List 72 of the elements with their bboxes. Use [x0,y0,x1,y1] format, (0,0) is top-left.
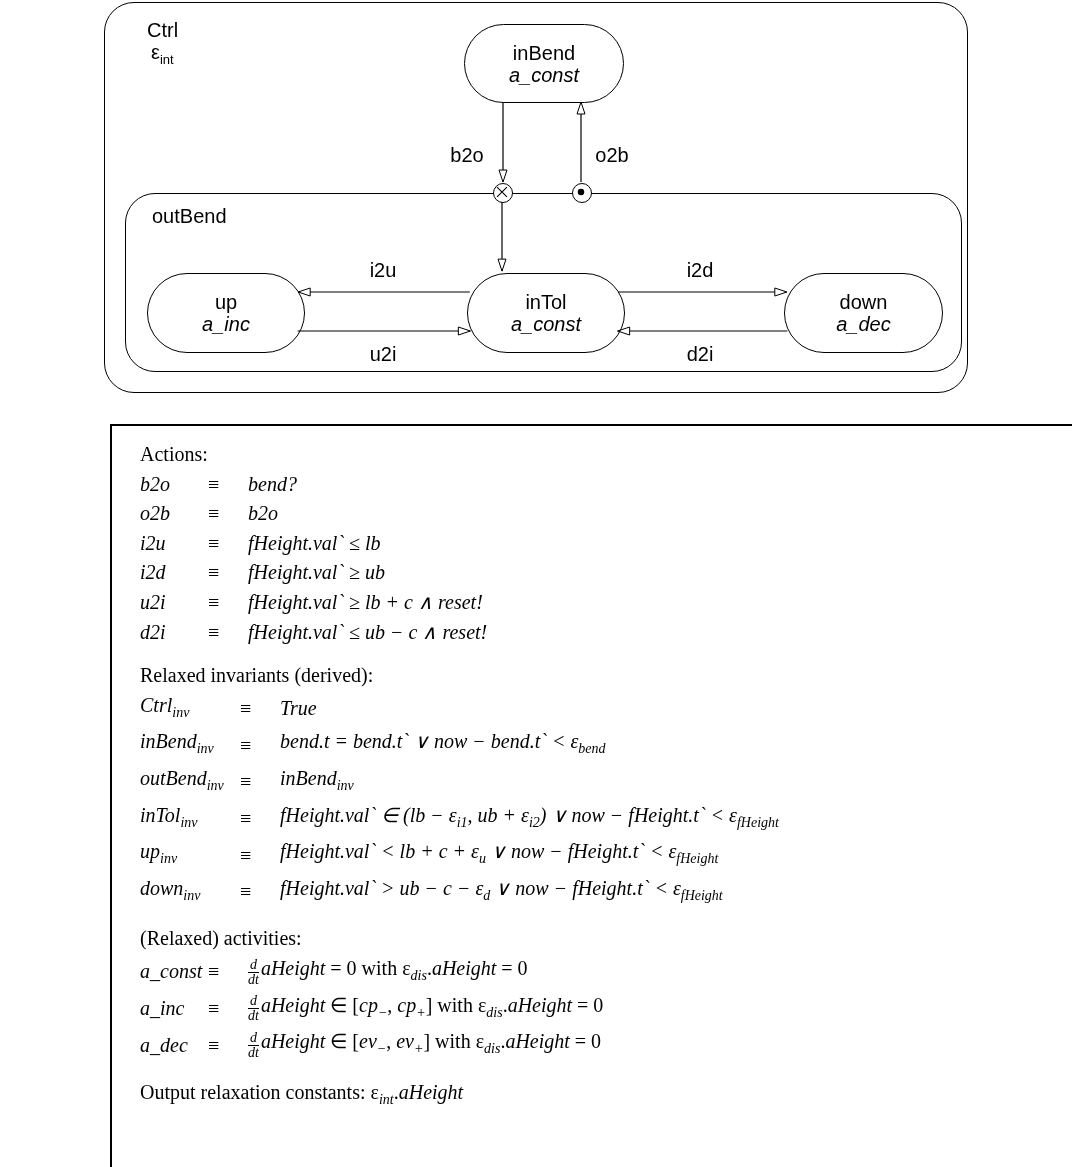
transition-arrow [498,101,508,183]
fraction-denominator: dt [248,971,259,987]
fraction-numerator: d [249,1030,257,1045]
formula-term: d2i [140,619,167,645]
equivalence-sign: ≡ [240,697,252,720]
state-name: inBend [512,41,576,64]
formula-expression: bend? [248,472,297,495]
transition-arrow [297,326,471,336]
equivalence-sign: ≡ [208,590,220,613]
formula-expression: fHeight.val` ≤ ub − c ∧ reset! [248,620,488,643]
state-annotation: ε$_{int}$ [151,41,174,69]
formula-expression: inBend$_{inv}$ [280,766,354,789]
section-heading: Relaxed invariants (derived): [140,663,375,689]
formula-term: a_const [140,959,204,985]
formula-term: i2u [140,530,167,556]
equivalence-sign: ≡ [208,997,220,1019]
formula-term: outBend$_{inv}$ [140,765,225,795]
equivalence-sign: ≡ [208,531,220,554]
formula-term: down$_{inv}$ [140,875,202,905]
equivalence-sign: ≡ [240,807,252,830]
equivalence-sign: ≡ [208,561,220,584]
equivalence-sign: ≡ [208,620,220,643]
formula-term: u2i [140,589,167,615]
formula-expression: b2o [248,502,278,525]
formula-term: inBend$_{inv}$ [140,729,215,759]
formula-term: Ctrl$_{inv}$ [140,692,191,722]
crossed-circle-connector [493,183,513,203]
formula-expression: fHeight.val` ≥ lb + c ∧ reset! [248,590,483,613]
state-name: Ctrl [147,19,179,41]
formula-term: inTol$_{inv}$ [140,802,199,832]
transition-arrow [617,287,788,297]
transition-arrow [617,326,788,336]
equivalence-sign: ≡ [208,472,220,495]
state-name: outBend [152,205,227,227]
formula-expression: fHeight.val` ≤ lb [248,531,381,554]
formula-term: b2o [140,471,171,497]
fraction-denominator: dt [248,1008,259,1024]
formula-term: a_inc [140,996,186,1021]
fraction-denominator: dt [248,1044,259,1060]
formula-expression: fHeight.val` ≥ ub [248,561,386,584]
state-activity: a_const [508,63,580,86]
state-activity: a_const [510,313,582,335]
state-activity: a_dec [836,313,891,335]
equivalence-sign: ≡ [208,502,220,525]
formula-expression: bend.t = bend.t` ∨ now − bend.t` < ε$_{bend}$ [280,730,606,753]
section-heading: Output relaxation constants: ε$_{int}$.aHeight [140,1079,465,1109]
transition-arrow [576,101,586,183]
section-heading: (Relaxed) activities: [140,926,303,952]
state-activity: a_inc [202,313,250,335]
equivalence-sign: ≡ [240,843,252,866]
state-name: inTol [525,291,567,313]
formula-expression: aHeight ∈ [cp$_{−}$, cp$_{+}$] with ε$_{dis}$.aHeight = 0 [260,992,604,1022]
formula-expression: True [280,697,317,720]
transition-arrow [297,287,471,297]
equivalence-sign: ≡ [240,733,252,756]
formula-term: i2d [140,560,167,586]
formula-expression: aHeight = 0 with ε$_{dis}$.aHeight = 0 [260,955,528,985]
equivalence-sign: ≡ [208,1033,220,1056]
state-name: down [839,291,888,313]
transition-arrow [497,201,507,272]
formula-expression: aHeight ∈ [ev$_{−}$, ev$_{+}$] with ε$_{dis}$.aHeight = 0 [260,1029,602,1059]
formula-term: a_dec [140,1032,189,1058]
fraction-numerator: d [249,957,257,972]
formula-term: o2b [140,501,171,527]
equivalence-sign: ≡ [240,770,252,793]
state-name: up [214,291,238,313]
section-heading: Actions: [140,442,209,467]
fraction-numerator: d [249,994,257,1009]
equivalence-sign: ≡ [240,880,252,903]
formula-term: up$_{inv}$ [140,839,179,869]
dot-circle-connector [572,183,592,203]
equivalence-sign: ≡ [208,960,220,983]
